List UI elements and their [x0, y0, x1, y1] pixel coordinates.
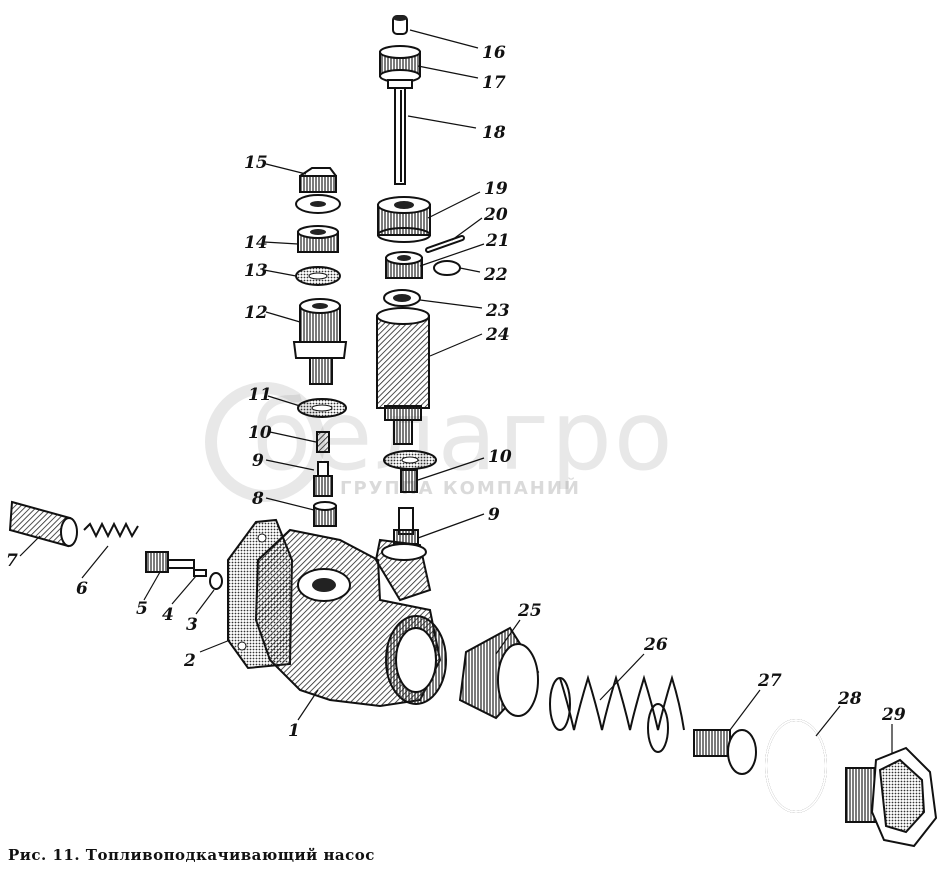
part-13-washer [295, 266, 341, 286]
part-6-spring [83, 521, 139, 539]
part-labels: 16 17 18 19 20 21 22 23 24 15 14 13 12 1… [6, 43, 906, 741]
part-5-plunger [145, 551, 195, 573]
part-10-right-washer [383, 450, 437, 493]
part-9-right-valve [393, 507, 419, 545]
part-7-sleeve [8, 500, 78, 548]
label-28: 28 [837, 689, 862, 709]
part-10-left-spring [316, 431, 330, 453]
label-15: 15 [244, 153, 268, 173]
part-21-bushing [385, 251, 423, 279]
label-18: 18 [482, 123, 506, 143]
label-13: 13 [244, 261, 268, 281]
label-6: 6 [76, 579, 88, 599]
label-20: 20 [483, 205, 508, 225]
label-25: 25 [517, 601, 542, 621]
label-19: 19 [484, 179, 508, 199]
label-29: 29 [881, 705, 906, 725]
part-4-pin [193, 569, 207, 577]
label-21: 21 [485, 231, 510, 251]
part-14-nut [297, 225, 339, 253]
label-3: 3 [186, 615, 198, 635]
part-1-pump-body [254, 528, 447, 708]
label-11: 11 [248, 385, 272, 405]
label-10-right: 10 [488, 447, 512, 467]
label-26: 26 [643, 635, 668, 655]
label-2: 2 [183, 651, 196, 671]
part-16-pin [392, 15, 408, 35]
label-22: 22 [483, 265, 508, 285]
part-18-rod [394, 87, 406, 185]
watermark-subtitle: ГРУППА КОМПАНИЙ [340, 478, 581, 499]
part-20-small-pin [425, 235, 465, 253]
label-7: 7 [6, 551, 18, 571]
part-17-cap [379, 45, 421, 89]
label-16: 16 [482, 43, 506, 63]
label-1: 1 [288, 721, 300, 741]
part-25-nut [458, 626, 540, 720]
label-4: 4 [162, 605, 174, 625]
part-27-plug [693, 729, 757, 775]
label-14: 14 [244, 233, 268, 253]
label-10-left: 10 [248, 423, 272, 443]
part-11-washer [297, 398, 347, 418]
label-17: 17 [482, 73, 506, 93]
part-3-washer [209, 572, 223, 590]
label-9-right: 9 [488, 505, 500, 525]
label-8: 8 [251, 489, 264, 509]
label-24: 24 [485, 325, 510, 345]
part-22-ring [433, 260, 461, 276]
part-8-seat [313, 501, 337, 527]
part-29-cap-nut [845, 746, 938, 848]
part-24-cylinder [376, 307, 430, 445]
part-9-left-valve [313, 461, 333, 497]
label-12: 12 [244, 303, 268, 323]
label-9-left: 9 [252, 451, 264, 471]
label-5: 5 [136, 599, 148, 619]
part-12-fitting [292, 298, 348, 385]
part-28-gasket-ring [765, 719, 827, 813]
part-15-bolt [295, 167, 341, 214]
leader-lines [19, 29, 893, 754]
label-27: 27 [757, 671, 782, 691]
part-23-ring [383, 289, 421, 307]
part-19-nut [377, 196, 431, 243]
label-23: 23 [485, 301, 510, 321]
part-26-spring [549, 674, 685, 753]
figure-caption: Рис. 11. Топливоподкачивающий насос [8, 846, 375, 864]
